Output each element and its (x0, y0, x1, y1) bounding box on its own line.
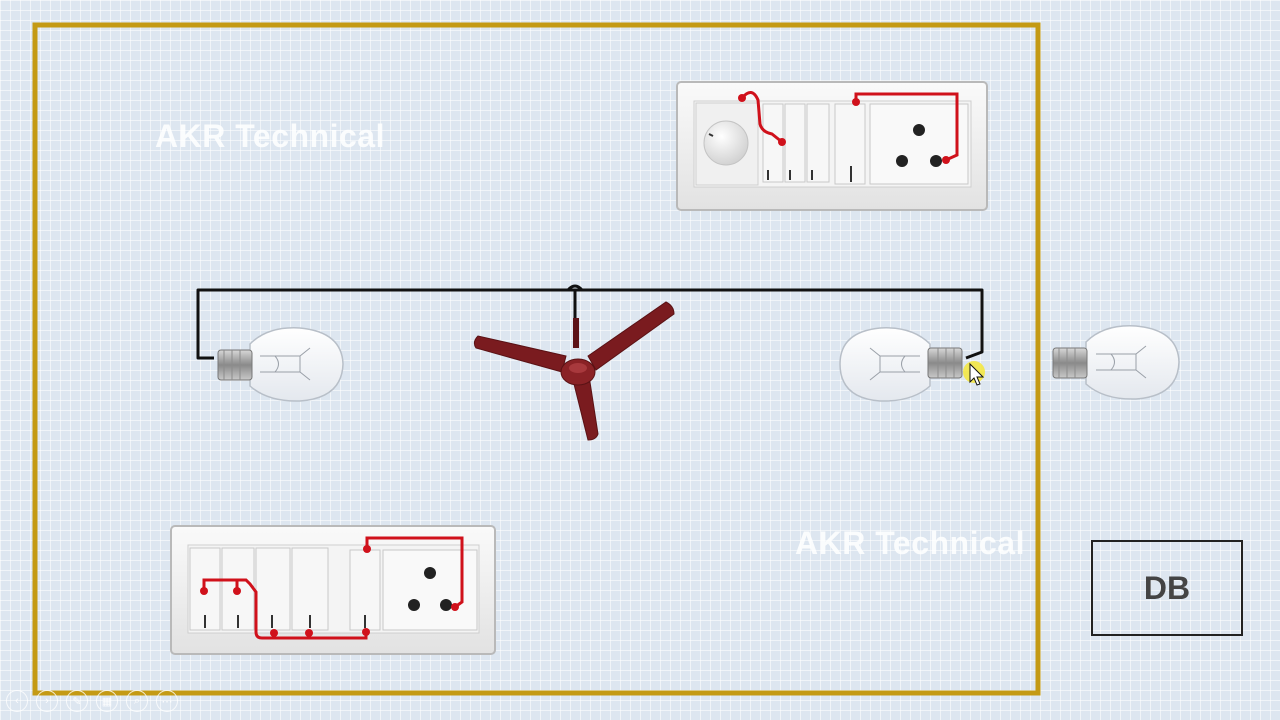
switch-icon[interactable] (762, 103, 784, 183)
bottom-switchboard (170, 525, 496, 655)
top-switchboard (676, 81, 988, 211)
switch-icon[interactable] (349, 549, 381, 631)
bulb-icon (217, 327, 344, 402)
next-icon[interactable]: › (36, 690, 58, 712)
watermark-text: AKR Technical (795, 525, 1025, 561)
socket-icon[interactable] (869, 103, 969, 185)
neutral-wire (196, 288, 984, 360)
watermark-text: AKR Technical (155, 118, 385, 154)
switch-icon[interactable] (834, 103, 866, 185)
phase-wire-top-1 (740, 91, 783, 144)
phase-wire-bottom-4 (365, 536, 464, 609)
pointer-cursor-icon (963, 361, 985, 386)
switch-icon[interactable] (784, 103, 806, 183)
switch-icon[interactable] (291, 547, 329, 631)
slides-icon[interactable]: ▦ (96, 690, 118, 712)
distribution-board-label: DB (1143, 569, 1191, 606)
previous-icon[interactable]: ‹ (6, 690, 28, 712)
distribution-board: DB (1091, 540, 1243, 636)
switch-icon[interactable] (806, 103, 830, 183)
switch-icon[interactable] (255, 547, 291, 631)
neutral-wire-junction (566, 284, 584, 292)
more-icon[interactable]: ⋯ (156, 690, 178, 712)
ceiling-fan-icon (473, 301, 675, 441)
bulb-icon (839, 327, 963, 402)
slideshow-controls: ‹ › ✎ ▦ ⌕ ⋯ (6, 690, 178, 712)
phase-wire-top-2 (854, 92, 959, 162)
pen-icon[interactable]: ✎ (66, 690, 88, 712)
zoom-icon[interactable]: ⌕ (126, 690, 148, 712)
room-boundary (32, 22, 1041, 696)
bulb-icon (1052, 325, 1180, 400)
dimmer-knob-icon[interactable] (695, 102, 759, 186)
phase-wire-bottom-1 (202, 578, 368, 640)
